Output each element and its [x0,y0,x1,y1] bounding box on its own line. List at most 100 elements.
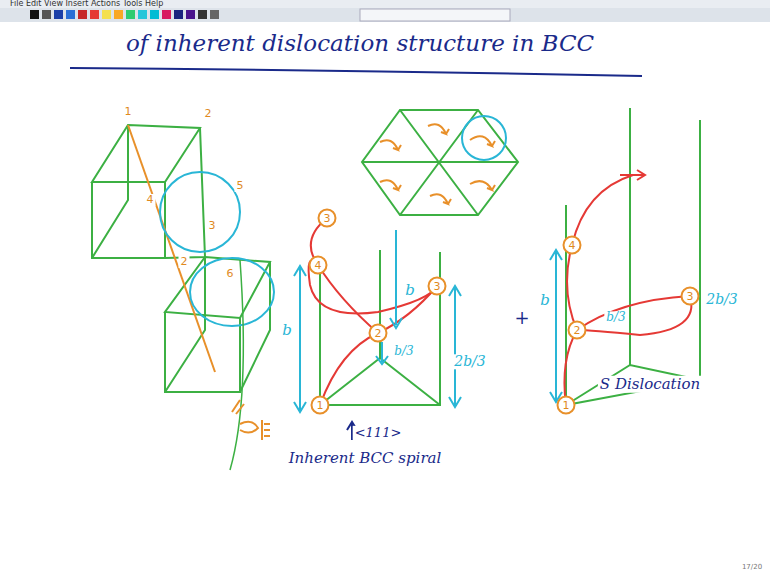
drawn-stroke [360,9,510,21]
drawn-stroke [462,116,506,160]
drawn-stroke [186,10,195,19]
drawn-stroke [150,10,159,19]
atom-number: 3 [687,291,694,302]
circled-atom: 1 [311,396,330,415]
drawn-stroke [240,262,270,392]
drawn-stroke [160,172,240,252]
drawn-stroke [165,312,240,392]
drawn-stroke [430,194,451,204]
drawn-stroke [210,10,219,19]
drawn-stroke [190,258,274,326]
circled-atom: 4 [309,256,328,275]
drawn-stroke [30,10,39,19]
dimension-arrows-right [550,250,562,402]
annotation-label: + [512,308,531,328]
drawn-stroke [126,10,135,19]
drawn-stroke [90,10,99,19]
drawn-stroke [449,286,461,407]
atom-number: 2 [375,328,382,339]
drawn-stroke [380,180,401,190]
toolbar [0,0,770,22]
drawn-stroke [318,265,378,333]
circled-atom: 4 [563,236,582,255]
annotation-label: b [403,282,417,299]
drawn-stroke [566,120,700,405]
circled-atom: 2 [369,324,388,343]
drawn-stroke [629,108,631,365]
atom-number: 3 [324,213,331,224]
drawn-stroke [232,400,244,414]
drawn-stroke [428,124,449,134]
atom-number: 1 [317,400,324,411]
drawn-stroke [470,136,495,146]
slide-title: of inherent dislocation structure in BCC [126,31,594,56]
rotation-arrows [380,124,495,204]
drawn-stroke [550,250,562,402]
spiral-prism [320,250,440,405]
drawn-stroke [577,296,691,335]
drawn-stroke [0,0,770,22]
dislocation-prism [566,108,700,405]
circled-atom: 1 [557,396,576,415]
annotation-label: 6 [225,268,236,280]
drawn-stroke [128,125,215,372]
annotation-label: Inherent BCC spiral [287,450,444,467]
annotation-label: b [280,322,294,339]
annotation-label: 1 [123,106,134,118]
drawn-stroke [198,10,207,19]
drawn-stroke [262,420,270,440]
annotation-label: 2 [179,256,190,268]
annotation-label: 2b/3 [704,292,740,307]
drawn-stroke [320,286,437,405]
drawn-stroke [240,422,258,433]
drawn-stroke [54,10,63,19]
drawn-stroke [70,68,642,76]
atom-number: 3 [434,281,441,292]
annotation-label: 2 [203,108,214,120]
annotation-label: 4 [145,194,156,206]
drawn-stroke [102,10,111,19]
atom-number: 4 [315,260,322,271]
annotation-label: 3 [207,220,218,232]
circled-atom: 2 [568,321,587,340]
dimension-arrows [294,230,461,412]
drawn-stroke [66,10,75,19]
drawn-stroke [138,10,147,19]
drawn-stroke [162,10,171,19]
annotation-label: 2b/3 [452,354,488,369]
drawn-stroke [114,10,123,19]
drawn-stroke [92,125,128,258]
drawn-stroke [380,140,401,150]
drawn-stroke [0,8,770,22]
dislocation-curve [564,170,691,405]
drawn-stroke [174,10,183,19]
menu-bar: File Edit View Insert Actions Tools Help [8,0,165,9]
hexagon-projection [362,110,518,215]
drawn-stroke [320,358,440,405]
spiral-curve [309,218,437,405]
drawn-stroke [42,10,51,19]
annotation-label: b/3 [604,311,627,324]
drawn-stroke [362,110,518,215]
annotation-label: b [538,292,552,309]
atom-number: 4 [569,240,576,251]
drawn-stroke [376,342,388,364]
circled-atom: 3 [428,277,447,296]
drawn-stroke [230,260,243,470]
atom-number: 2 [574,325,581,336]
annotation-label: 17/20 [740,564,764,572]
atom-number: 1 [563,400,570,411]
view-eye [232,400,270,440]
annotation-label: S Dislocation [598,376,702,393]
circled-atom: 3 [681,287,700,306]
drawn-stroke [390,230,402,328]
drawn-stroke [362,110,518,215]
annotation-label: 5 [235,180,246,192]
drawn-stroke [620,170,645,180]
drawn-stroke [78,10,87,19]
annotation-label: b/3 [392,345,415,358]
drawn-stroke [309,261,437,314]
circled-atom: 3 [318,209,337,228]
annotation-label: <111> [353,426,404,440]
